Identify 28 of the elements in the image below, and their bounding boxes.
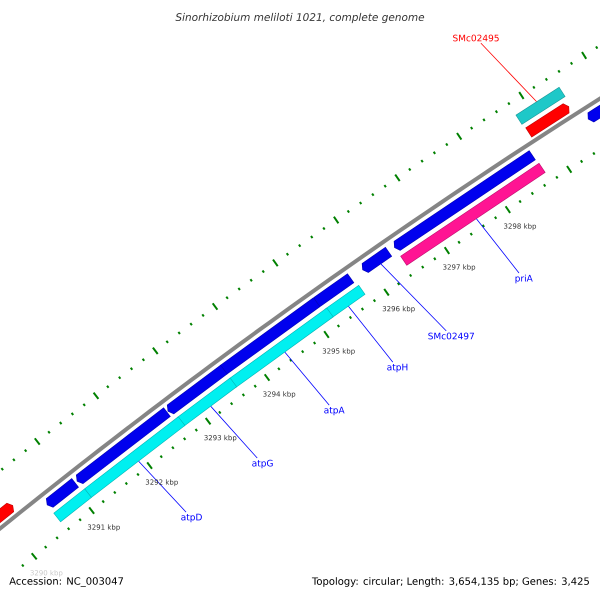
gene-label: SMc02497 (428, 332, 474, 340)
gene-label: atpD (181, 514, 202, 522)
footer-text: Accession: NC_003047 (9, 577, 124, 587)
leader-line (476, 218, 520, 274)
gene-bar (314, 273, 354, 307)
gene-bar (588, 104, 600, 122)
footer-text: Topology: circular; Length: 3,654,135 bp; Genes: 3,425 (312, 577, 589, 587)
gene-bar (362, 246, 392, 273)
gene-bar (46, 478, 79, 508)
gene-bar (516, 86, 566, 125)
leader-line (284, 352, 330, 406)
leader-line (480, 42, 537, 102)
gene-label: atpH (387, 364, 408, 372)
gene-label: SMc02495 (453, 34, 499, 42)
leader-line (348, 306, 394, 362)
gene-label: atpG (252, 460, 273, 468)
gene-bar (220, 297, 320, 375)
gene-label: atpA (324, 406, 345, 416)
leader-line (138, 460, 186, 512)
gene-label: priA (516, 274, 533, 284)
gene-bar (84, 416, 186, 498)
leader-line (380, 264, 447, 332)
gene-bar (394, 150, 536, 251)
leader-line (210, 406, 258, 458)
gene-bar (166, 364, 228, 414)
gene-bar (525, 103, 570, 138)
gene-bar (0, 502, 14, 525)
title: Sinorhizobium meliloti 1021, complete genome (175, 12, 424, 24)
